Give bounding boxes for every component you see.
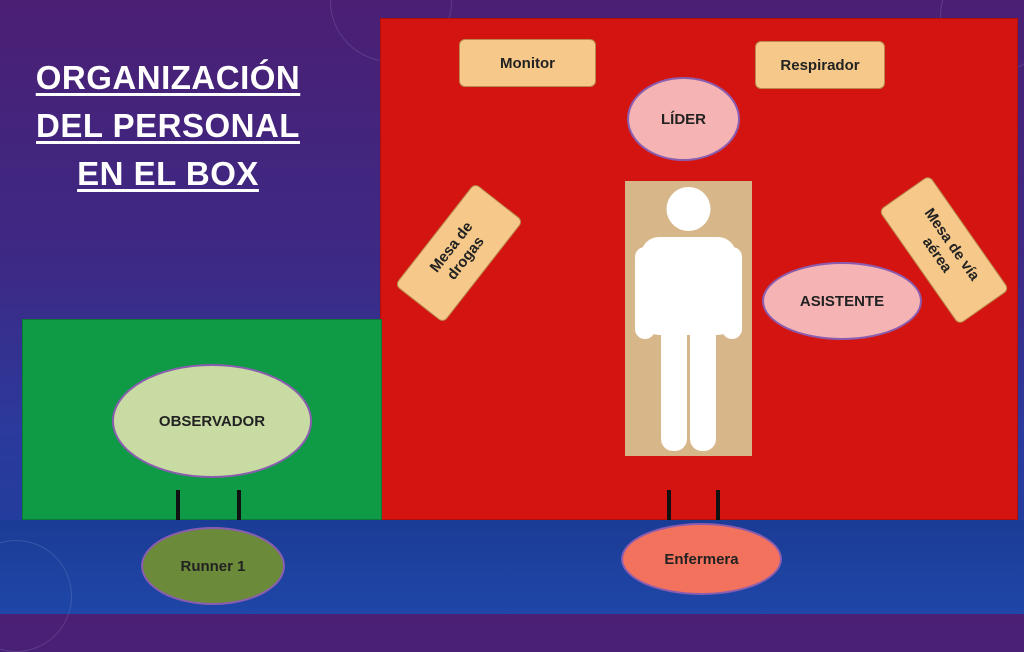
runner-label: Runner 1 <box>180 557 246 575</box>
enfermera-label: Enfermera <box>664 550 739 568</box>
title-line: ORGANIZACIÓN <box>35 59 301 96</box>
asistente-label: ASISTENTE <box>799 292 885 310</box>
enfermera-ellipse: Enfermera <box>621 523 782 595</box>
door-marker <box>237 490 241 520</box>
asistente-ellipse: ASISTENTE <box>762 262 922 340</box>
runner-ellipse: Runner 1 <box>141 527 285 605</box>
lider-label: LÍDER <box>661 110 706 128</box>
door-marker <box>176 490 180 520</box>
door-marker <box>667 490 671 520</box>
door-marker <box>716 490 720 520</box>
title-line: EN EL BOX <box>77 155 259 192</box>
monitor-box: Monitor <box>459 39 596 87</box>
lider-ellipse: LÍDER <box>627 77 740 161</box>
respirador-label: Respirador <box>780 56 860 74</box>
respirador-box: Respirador <box>755 41 885 89</box>
patient-bed <box>625 181 752 456</box>
title-line: DEL PERSONAL <box>36 107 300 144</box>
observador-label: OBSERVADOR <box>158 412 266 430</box>
slide-title: ORGANIZACIÓN DEL PERSONAL EN EL BOX <box>18 54 318 198</box>
person-icon <box>635 187 742 451</box>
monitor-label: Monitor <box>500 54 555 72</box>
observador-ellipse: OBSERVADOR <box>112 364 312 478</box>
